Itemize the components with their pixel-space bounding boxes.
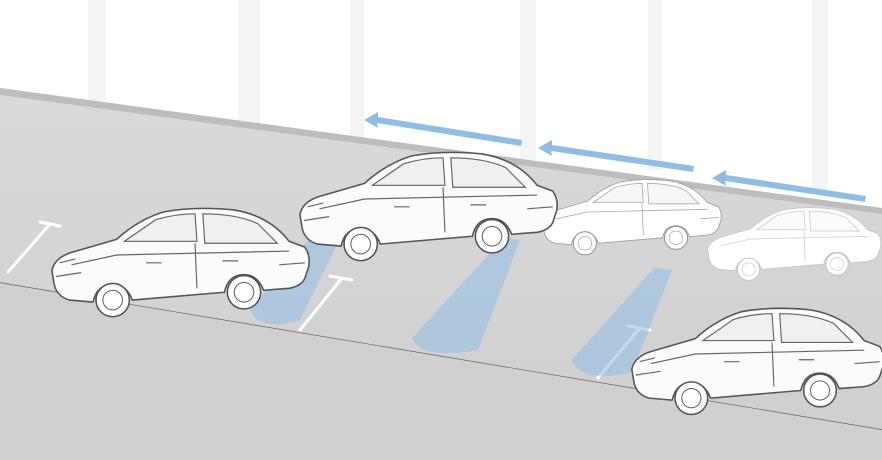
parking-scene: [0, 0, 882, 460]
